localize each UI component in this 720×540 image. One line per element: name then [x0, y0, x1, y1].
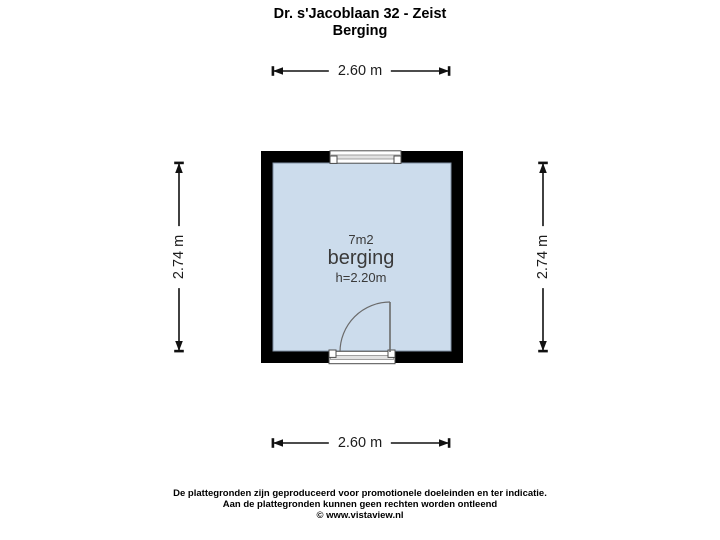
- disclaimer-line-1: De plattegronden zijn geproduceerd voor …: [173, 488, 547, 499]
- copyright-line: © www.vistaview.nl: [316, 510, 404, 521]
- dimension-label-bottom: 2.60 m: [328, 433, 392, 453]
- room-info: 7m2 berging h=2.20m: [328, 232, 395, 286]
- room-area-label: 7m2: [348, 232, 374, 247]
- door-bottom: [328, 301, 396, 365]
- page-title: Dr. s'Jacoblaan 32 - Zeist: [273, 6, 447, 22]
- disclaimer-line-2: Aan de plattegronden kunnen geen rechten…: [222, 499, 498, 510]
- title-block: Dr. s'Jacoblaan 32 - Zeist Berging: [0, 6, 720, 40]
- window-post-right: [393, 155, 402, 164]
- page-subtitle: Berging: [332, 23, 388, 39]
- dimension-label-right: 2.74 m: [533, 225, 553, 289]
- room-ceiling-height-label: h=2.20m: [335, 270, 387, 285]
- door-post-left: [328, 349, 337, 358]
- window-glass: [331, 154, 400, 160]
- room-name-label: berging: [327, 247, 395, 269]
- dimension-label-top: 2.60 m: [328, 61, 392, 81]
- footer-disclaimer: De plattegronden zijn geproduceerd voor …: [0, 488, 720, 521]
- door-swing-arc: [339, 301, 391, 353]
- room-floor: [272, 162, 452, 352]
- window-top: [329, 150, 402, 164]
- dimension-label-left: 2.74 m: [169, 225, 189, 289]
- door-sill-band: [330, 355, 394, 360]
- door-post-right: [387, 349, 396, 358]
- window-post-left: [329, 155, 338, 164]
